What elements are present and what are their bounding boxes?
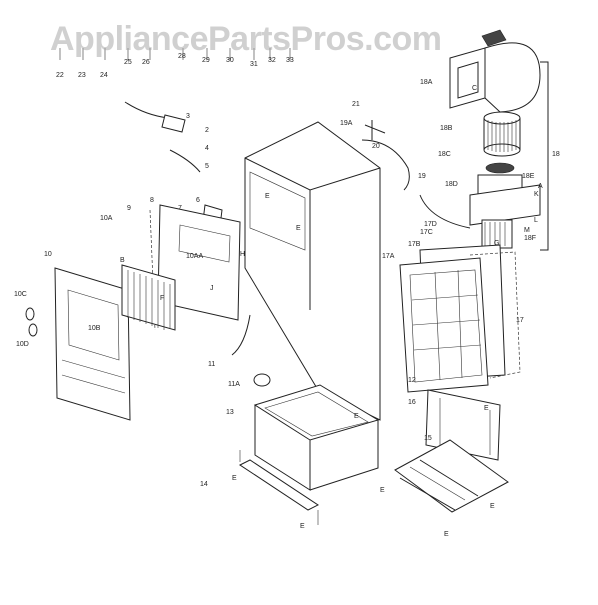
label-10: 10 (44, 251, 52, 258)
label-11A: 11A (228, 381, 240, 388)
tube-11 (231, 314, 251, 356)
label-G: G (494, 240, 499, 247)
base-tray (394, 439, 509, 513)
label-17C: 17C (420, 229, 433, 236)
label-25: 25 (124, 59, 132, 66)
label-E-4: E (232, 475, 237, 482)
label-E-5: E (484, 405, 489, 412)
knob-10C (25, 307, 35, 321)
label-E-1: E (265, 193, 270, 200)
label-12: 12 (408, 377, 416, 384)
label-17: 17 (516, 317, 524, 324)
label-9: 9 (127, 205, 131, 212)
label-26: 26 (142, 59, 150, 66)
label-10B: 10B (88, 325, 101, 332)
control-panel (149, 204, 241, 331)
water-reservoir (253, 384, 380, 491)
cabinet-shell (244, 121, 381, 421)
label-L: L (534, 217, 538, 224)
blower-motor (469, 162, 541, 249)
label-18A: 18A (420, 79, 433, 86)
label-E-3: E (354, 413, 359, 420)
louver-block (121, 264, 176, 331)
label-31: 31 (250, 61, 258, 68)
label-10D: 10D (16, 341, 29, 348)
label-18B: 18B (440, 125, 453, 132)
label-11: 11 (208, 361, 215, 368)
label-29: 29 (202, 57, 210, 64)
label-10AA: 10AA (186, 253, 203, 260)
label-7: 7 (178, 205, 182, 212)
label-10A: 10A (100, 215, 113, 222)
label-E-7: E (444, 531, 449, 538)
label-10C: 10C (14, 291, 27, 298)
label-4: 4 (205, 145, 209, 152)
label-23: 23 (78, 72, 86, 79)
drain-hose (361, 120, 471, 229)
label-5: 5 (205, 163, 209, 170)
label-33: 33 (286, 57, 294, 64)
label-17A: 17A (382, 253, 395, 260)
label-18E: 18E (522, 173, 535, 180)
label-H: H (240, 251, 245, 258)
label-6: 6 (196, 197, 200, 204)
label-K: K (534, 191, 539, 198)
label-2: 2 (205, 127, 209, 134)
front-grille (54, 267, 131, 421)
label-E-9: E (300, 523, 305, 530)
label-C: C (472, 85, 477, 92)
label-19A: 19A (340, 120, 353, 127)
label-A: A (538, 183, 543, 190)
label-19: 19 (418, 173, 426, 180)
label-20: 20 (372, 143, 380, 150)
label-8: 8 (150, 197, 154, 204)
label-E-8: E (380, 487, 385, 494)
label-13: 13 (226, 409, 234, 416)
blower-housing (449, 29, 541, 113)
pad-frame (399, 244, 521, 393)
label-F: F (160, 295, 164, 302)
label-22: 22 (56, 72, 64, 79)
label-32: 32 (268, 57, 276, 64)
label-21: 21 (352, 101, 360, 108)
label-17B: 17B (408, 241, 421, 248)
label-E-2: E (296, 225, 301, 232)
label-28: 28 (178, 53, 186, 60)
top-hardware-row: 22 23 24 25 26 28 29 30 31 32 33 (56, 48, 294, 79)
label-30: 30 (226, 57, 234, 64)
label-14: 14 (200, 481, 208, 488)
label-16: 16 (408, 399, 416, 406)
label-E-6: E (490, 503, 495, 510)
base-rail (239, 450, 319, 525)
cap-11A (253, 373, 271, 387)
label-18F: 18F (524, 235, 536, 242)
label-3: 3 (186, 113, 190, 120)
label-B: B (120, 257, 125, 264)
label-M: M (524, 227, 530, 234)
label-24: 24 (100, 72, 108, 79)
bracket-18 (540, 61, 549, 251)
label-18C: 18C (438, 151, 451, 158)
knob-10D (28, 323, 38, 337)
label-J: J (210, 285, 214, 292)
blower-wheel (483, 111, 521, 157)
label-18: 18 (552, 151, 560, 158)
label-17D: 17D (424, 221, 437, 228)
label-15: 15 (424, 435, 432, 442)
label-18D: 18D (445, 181, 458, 188)
